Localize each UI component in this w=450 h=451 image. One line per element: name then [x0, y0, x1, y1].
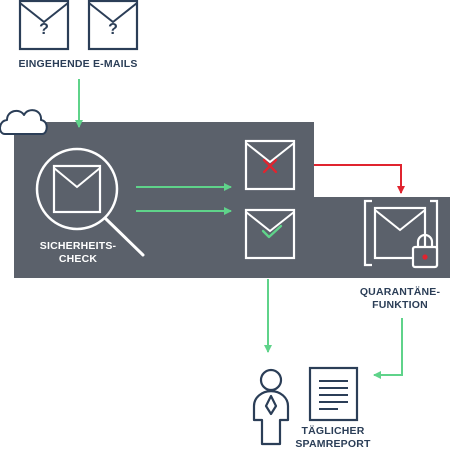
- incoming-mail-icon: ?: [87, 0, 139, 51]
- report-document-icon: [308, 366, 359, 422]
- quarantine-icon: [363, 199, 439, 269]
- reject-cross-icon: [262, 158, 278, 174]
- processing-panel: [14, 122, 450, 278]
- incoming-mail-icon: ?: [18, 0, 70, 51]
- unknown-mark: ?: [39, 21, 49, 38]
- quarantine-label: QUARANTÄNE- FUNKTION: [359, 286, 441, 311]
- spam-mail-icon: [244, 139, 296, 191]
- security-check-label: SICHERHEITS- CHECK: [39, 240, 117, 265]
- arrow-quarantine-to-report: [373, 318, 403, 379]
- unknown-mark: ?: [108, 21, 118, 38]
- user-icon: [252, 368, 290, 446]
- arrow-spam-to-quarantine: [314, 164, 405, 194]
- clean-mail-icon: [244, 208, 296, 260]
- incoming-mails-label: EINGEHENDE E-MAILS: [18, 58, 138, 70]
- cloud-icon: [0, 109, 48, 135]
- spam-report-label: TÄGLICHER SPAMREPORT: [295, 425, 371, 450]
- lock-icon: [411, 233, 439, 269]
- approve-check-icon: [261, 224, 283, 239]
- magnifier-icon: [35, 147, 145, 257]
